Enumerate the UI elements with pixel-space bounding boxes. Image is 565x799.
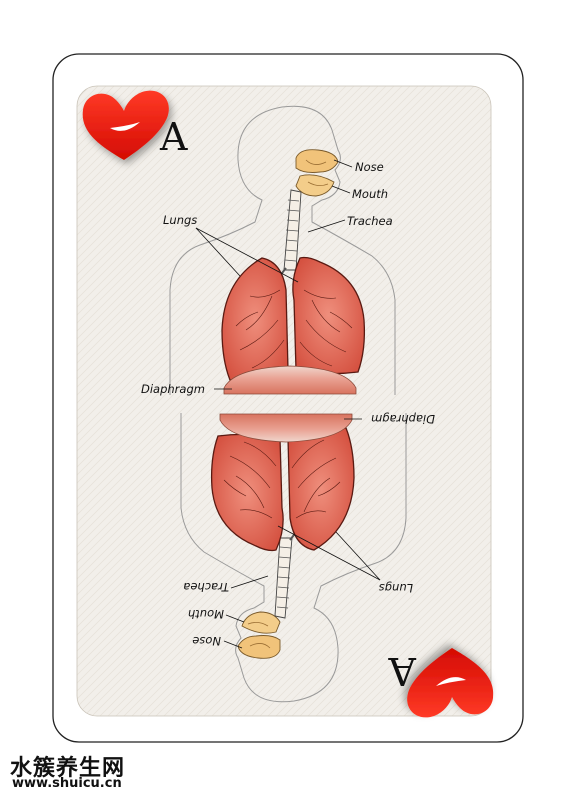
body-outline [180, 413, 407, 703]
corner-index-bottom: A [388, 648, 494, 718]
nasal-cavity [295, 149, 339, 173]
heart-icon [82, 90, 169, 160]
left-lung [221, 257, 289, 381]
left-lung [287, 427, 355, 551]
right-lung [210, 433, 284, 552]
label-trachea: Trachea [347, 214, 393, 228]
label-diaphragm: Diaphragm [141, 382, 205, 396]
heart-icon [407, 648, 494, 718]
body-outline [169, 105, 396, 395]
lower-half: Nose Mouth Trachea Lungs Diaphragm A [180, 412, 494, 718]
corner-index-top: A [82, 90, 188, 160]
oral-cavity [295, 174, 335, 197]
label-mouth: Mouth [352, 187, 388, 201]
watermark-url: www.shuicu.cn [12, 776, 122, 791]
card-face [76, 85, 492, 717]
upper-half: Nose Mouth Trachea Lungs Diaphragm A [82, 90, 396, 396]
label-lungs: Lungs [379, 581, 413, 595]
nasal-cavity [237, 635, 281, 659]
label-nose: Nose [192, 634, 221, 648]
watermark-site-name: 水簇养生网 [10, 756, 126, 781]
label-lungs: Lungs [163, 213, 197, 227]
label-nose: Nose [355, 160, 384, 174]
rank-bottom: A [388, 649, 417, 693]
label-trachea: Trachea [183, 580, 229, 594]
diaphragm [219, 413, 353, 443]
diaphragm [223, 365, 357, 395]
label-diaphragm: Diaphragm [371, 412, 435, 426]
label-mouth: Mouth [188, 607, 224, 621]
right-lung [292, 256, 366, 375]
oral-cavity [241, 611, 281, 634]
rank-top: A [159, 115, 188, 159]
site-watermark: 水簇养生网 www.shuicu.cn [10, 750, 210, 795]
